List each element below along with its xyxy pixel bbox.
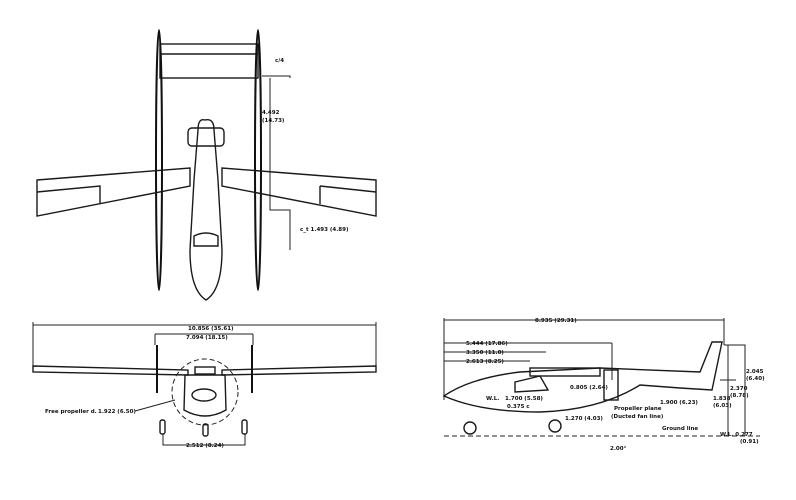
wing-chord-label: c_t 1.493 (4.89) bbox=[300, 227, 349, 233]
wl-sub-label: 0.375 c bbox=[507, 404, 530, 410]
tail-h3-label: 1.838 bbox=[713, 396, 731, 402]
fuselage bbox=[189, 119, 223, 301]
wl-bottom-label: W.L. 0.277 bbox=[720, 432, 753, 438]
length-label: 8.935 (29.31) bbox=[535, 318, 577, 324]
tail-h1-label: 2.045 bbox=[746, 369, 764, 375]
right-wing bbox=[221, 167, 377, 217]
side-wing bbox=[529, 367, 601, 377]
nacelle bbox=[187, 127, 225, 147]
side-view: 8.935 (29.31) 5.444 (17.86) 3.350 (11.0)… bbox=[442, 318, 765, 452]
span-label: 10.856 (35.61) bbox=[188, 326, 234, 332]
tail-h3-imp-label: (6.03) bbox=[713, 403, 732, 409]
tail-dimension-label: 4.492 bbox=[262, 110, 280, 116]
nose-wheel bbox=[463, 421, 477, 435]
angle-label: 2.00° bbox=[610, 446, 627, 452]
tail-dimension-imperial-label: (14.73) bbox=[262, 118, 285, 124]
height-1-label: 1.270 (4.03) bbox=[565, 416, 603, 422]
propeller-label: Free propeller d. bbox=[45, 409, 97, 415]
prop-dim-label: 0.805 (2.64) bbox=[570, 385, 608, 391]
tail-h1-imp-label: (6.40) bbox=[746, 376, 765, 382]
tail-ref-label: c/4 bbox=[275, 58, 284, 64]
wl-label: W.L. bbox=[486, 396, 499, 402]
ducted-label: (Ducted fan line) bbox=[611, 414, 664, 420]
prop-plane-dim-label: 1.900 (6.23) bbox=[660, 400, 698, 406]
propeller-disc bbox=[171, 358, 239, 426]
dim-2-label: 3.350 (11.0) bbox=[466, 350, 504, 356]
left-boom bbox=[155, 29, 163, 291]
gear-track-label: 2.512 (8.24) bbox=[186, 443, 224, 449]
front-view: 10.856 (35.61) 7.094 (18.15) Free propel… bbox=[32, 322, 377, 449]
main-wheel bbox=[548, 419, 562, 433]
left-wing bbox=[36, 167, 191, 217]
front-fuselage bbox=[183, 374, 227, 417]
boom-spacing-label: 7.094 (18.15) bbox=[186, 335, 228, 341]
side-fuselage bbox=[442, 341, 723, 413]
right-boom bbox=[254, 29, 262, 291]
top-view: c/4 4.492 (14.73) c_t 1.493 (4.89) bbox=[36, 29, 377, 301]
wl-bottom-imp-label: (0.91) bbox=[740, 439, 759, 445]
tail-h2-label: 2.370 bbox=[730, 386, 748, 392]
wl-value-label: 1.700 (5.58) bbox=[505, 396, 543, 402]
ground-line-label: Ground line bbox=[662, 426, 698, 432]
propeller-plane-label: Propeller plane bbox=[614, 406, 662, 412]
horizontal-tail bbox=[159, 43, 259, 79]
dim-1-label: 5.444 (17.86) bbox=[466, 341, 508, 347]
dim-3-label: 2.613 (8.25) bbox=[466, 359, 504, 365]
propeller-dim-label: 1.922 (6.50) bbox=[98, 409, 136, 415]
tail-h2-imp-label: (8.78) bbox=[730, 393, 749, 399]
ducted-fan bbox=[603, 369, 619, 401]
